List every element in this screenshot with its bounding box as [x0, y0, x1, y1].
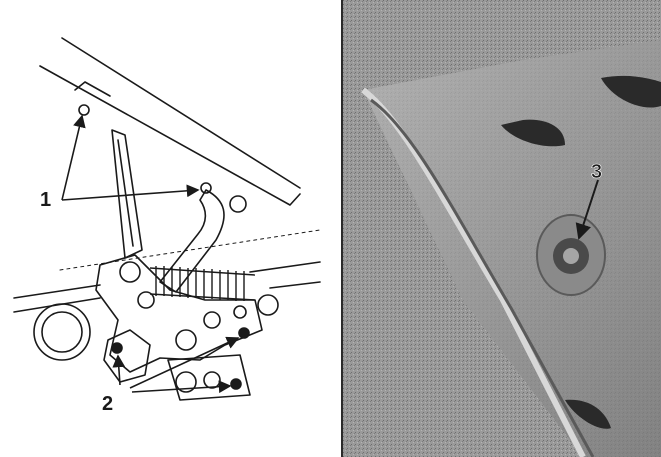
dashed-line: [59, 229, 321, 271]
bolt-3: [230, 378, 242, 390]
pivot-5: [175, 371, 197, 393]
pivot-6: [203, 371, 221, 389]
upper-hinge-arm-inner: [117, 139, 134, 247]
pivot-7: [257, 294, 279, 316]
bracket-surface: [363, 40, 661, 457]
bracket-edge-shadow: [370, 98, 595, 457]
pivot-8: [233, 305, 247, 319]
lower-slot: [565, 399, 611, 429]
callout-1-leader-a: [61, 114, 86, 201]
curved-hinge-arm: [159, 189, 225, 293]
body-line-right: [249, 261, 321, 289]
callout-3-label: 3: [591, 161, 602, 183]
callout-1-label: 1: [40, 189, 51, 211]
hood-lower-edge: [39, 65, 301, 206]
hood-upper-edge: [61, 37, 301, 189]
hinge-spring: [149, 266, 256, 301]
pivot-1: [119, 261, 141, 283]
photo-svg: 3: [343, 0, 661, 457]
hinge-mount-bracket: [103, 329, 151, 383]
fender-line: [13, 284, 101, 313]
callout-2-label: 2: [102, 393, 113, 415]
bolt-1: [111, 342, 123, 354]
body-hole-inner: [41, 311, 83, 353]
hood-lug-1: [78, 104, 90, 116]
pivot-3: [175, 329, 197, 351]
upper-slot-1: [501, 119, 565, 147]
callout-3-leader: [575, 179, 599, 240]
hood-lug-3: [229, 195, 247, 213]
body-hole-outer: [33, 303, 91, 361]
hood-lug-2: [200, 182, 212, 194]
upper-hinge-arm: [111, 129, 143, 259]
callout-2-leader-c: [131, 380, 232, 394]
callout-1-leader-b: [61, 184, 200, 201]
hinge-base-plate: [95, 254, 263, 373]
upper-slot-2: [601, 75, 661, 108]
callout-2-leader-b: [129, 336, 240, 389]
panel-divider: [341, 0, 343, 457]
hinge-mount-photo: 3: [343, 0, 661, 457]
pivot-4: [203, 311, 221, 329]
lower-bracket: [167, 354, 251, 401]
callout-2-leader-a: [112, 354, 126, 386]
hood-flange: [74, 81, 111, 97]
bolt-2: [238, 327, 250, 339]
pivot-2: [137, 291, 155, 309]
mount-nut-center: [563, 248, 579, 264]
hinge-line-drawing: 1 2: [13, 37, 321, 415]
hinge-drawing-svg: 1 2: [13, 37, 321, 415]
